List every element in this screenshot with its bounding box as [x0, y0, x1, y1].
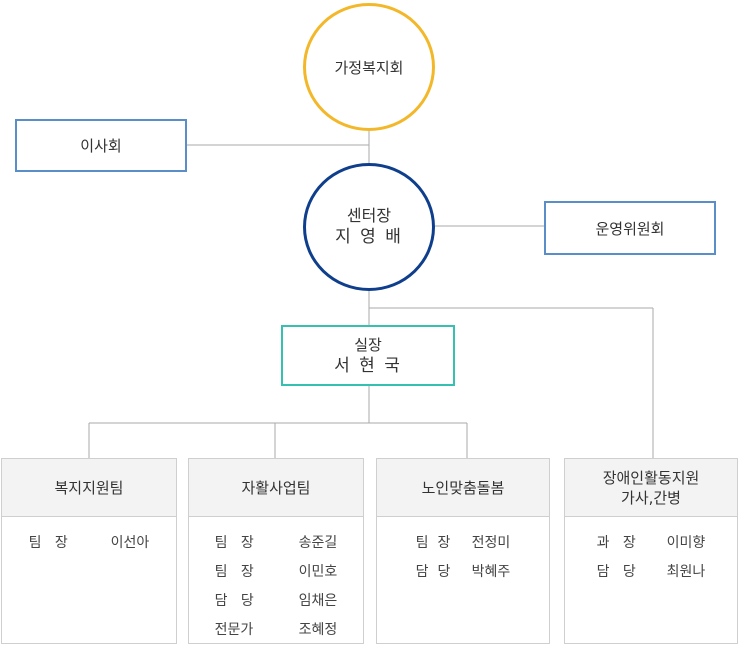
team-head: 자활사업팀: [189, 459, 363, 517]
member-name: 임채은: [298, 592, 338, 609]
member-role: 팀 장: [214, 534, 254, 551]
team-head-line: 가사,간병: [621, 488, 681, 507]
member-role: 담 당: [596, 563, 636, 580]
member-row: 전문가 조혜정: [189, 614, 363, 643]
member-row: 담 당 박혜주: [377, 556, 549, 585]
director-box: 실장 서 현 국: [281, 325, 455, 386]
member-row: 팀 장 전정미: [377, 527, 549, 556]
team-head-line: 복지지원팀: [54, 478, 124, 497]
member-name: 최원나: [666, 563, 706, 580]
member-row: 과 장 이미향: [565, 527, 737, 556]
director-name: 서 현 국: [334, 355, 402, 376]
team-box-welfare: 복지지원팀 팀 장 이선아: [1, 458, 177, 644]
member-name: 이선아: [110, 534, 150, 551]
member-row: 담 당 임채은: [189, 585, 363, 614]
member-role: 과 장: [596, 534, 636, 551]
team-head: 노인맞춤돌봄: [377, 459, 549, 517]
member-name: 송준길: [298, 534, 338, 551]
member-role: 담 당: [415, 563, 451, 580]
member-role: 팀 장: [415, 534, 451, 551]
member-name: 박혜주: [471, 563, 511, 580]
board-box: 이사회: [15, 119, 187, 172]
member-role: 담 당: [214, 592, 254, 609]
board-label: 이사회: [80, 137, 122, 155]
member-name: 이민호: [298, 563, 338, 580]
member-name: 이미향: [666, 534, 706, 551]
team-head: 복지지원팀: [2, 459, 176, 517]
center-head-circle: 센터장 지 영 배: [303, 163, 435, 291]
member-role: 전문가: [214, 621, 254, 638]
director-title: 실장: [354, 335, 382, 354]
center-head-title: 센터장: [346, 206, 392, 225]
member-row: 팀 장 이선아: [2, 527, 176, 556]
member-row: 팀 장 송준길: [189, 527, 363, 556]
center-head-name: 지 영 배: [335, 227, 403, 247]
team-head-line: 자활사업팀: [241, 478, 311, 497]
team-box-self-support: 자활사업팀 팀 장 송준길 팀 장 이민호 담 당 임채은 전문가 조혜정: [188, 458, 364, 644]
member-name: 조혜정: [298, 621, 338, 638]
top-org-title: 가정복지회: [334, 58, 404, 77]
member-name: 전정미: [471, 534, 511, 551]
member-row: 팀 장 이민호: [189, 556, 363, 585]
member-role: 팀 장: [214, 563, 254, 580]
team-head-line: 노인맞춤돌봄: [421, 478, 505, 497]
team-members: 팀 장 전정미 담 당 박혜주: [377, 517, 549, 585]
member-row: 담 당 최원나: [565, 556, 737, 585]
member-role: 팀 장: [28, 534, 68, 551]
team-box-elderly-care: 노인맞춤돌봄 팀 장 전정미 담 당 박혜주: [376, 458, 550, 644]
team-box-disability-support: 장애인활동지원 가사,간병 과 장 이미향 담 당 최원나: [564, 458, 738, 644]
team-head-line: 장애인활동지원: [602, 468, 700, 487]
team-members: 과 장 이미향 담 당 최원나: [565, 517, 737, 585]
committee-box: 운영위원회: [544, 201, 716, 255]
team-members: 팀 장 송준길 팀 장 이민호 담 당 임채은 전문가 조혜정: [189, 517, 363, 643]
top-org-circle: 가정복지회: [303, 3, 435, 131]
team-members: 팀 장 이선아: [2, 517, 176, 556]
team-head: 장애인활동지원 가사,간병: [565, 459, 737, 517]
committee-label: 운영위원회: [595, 219, 665, 238]
